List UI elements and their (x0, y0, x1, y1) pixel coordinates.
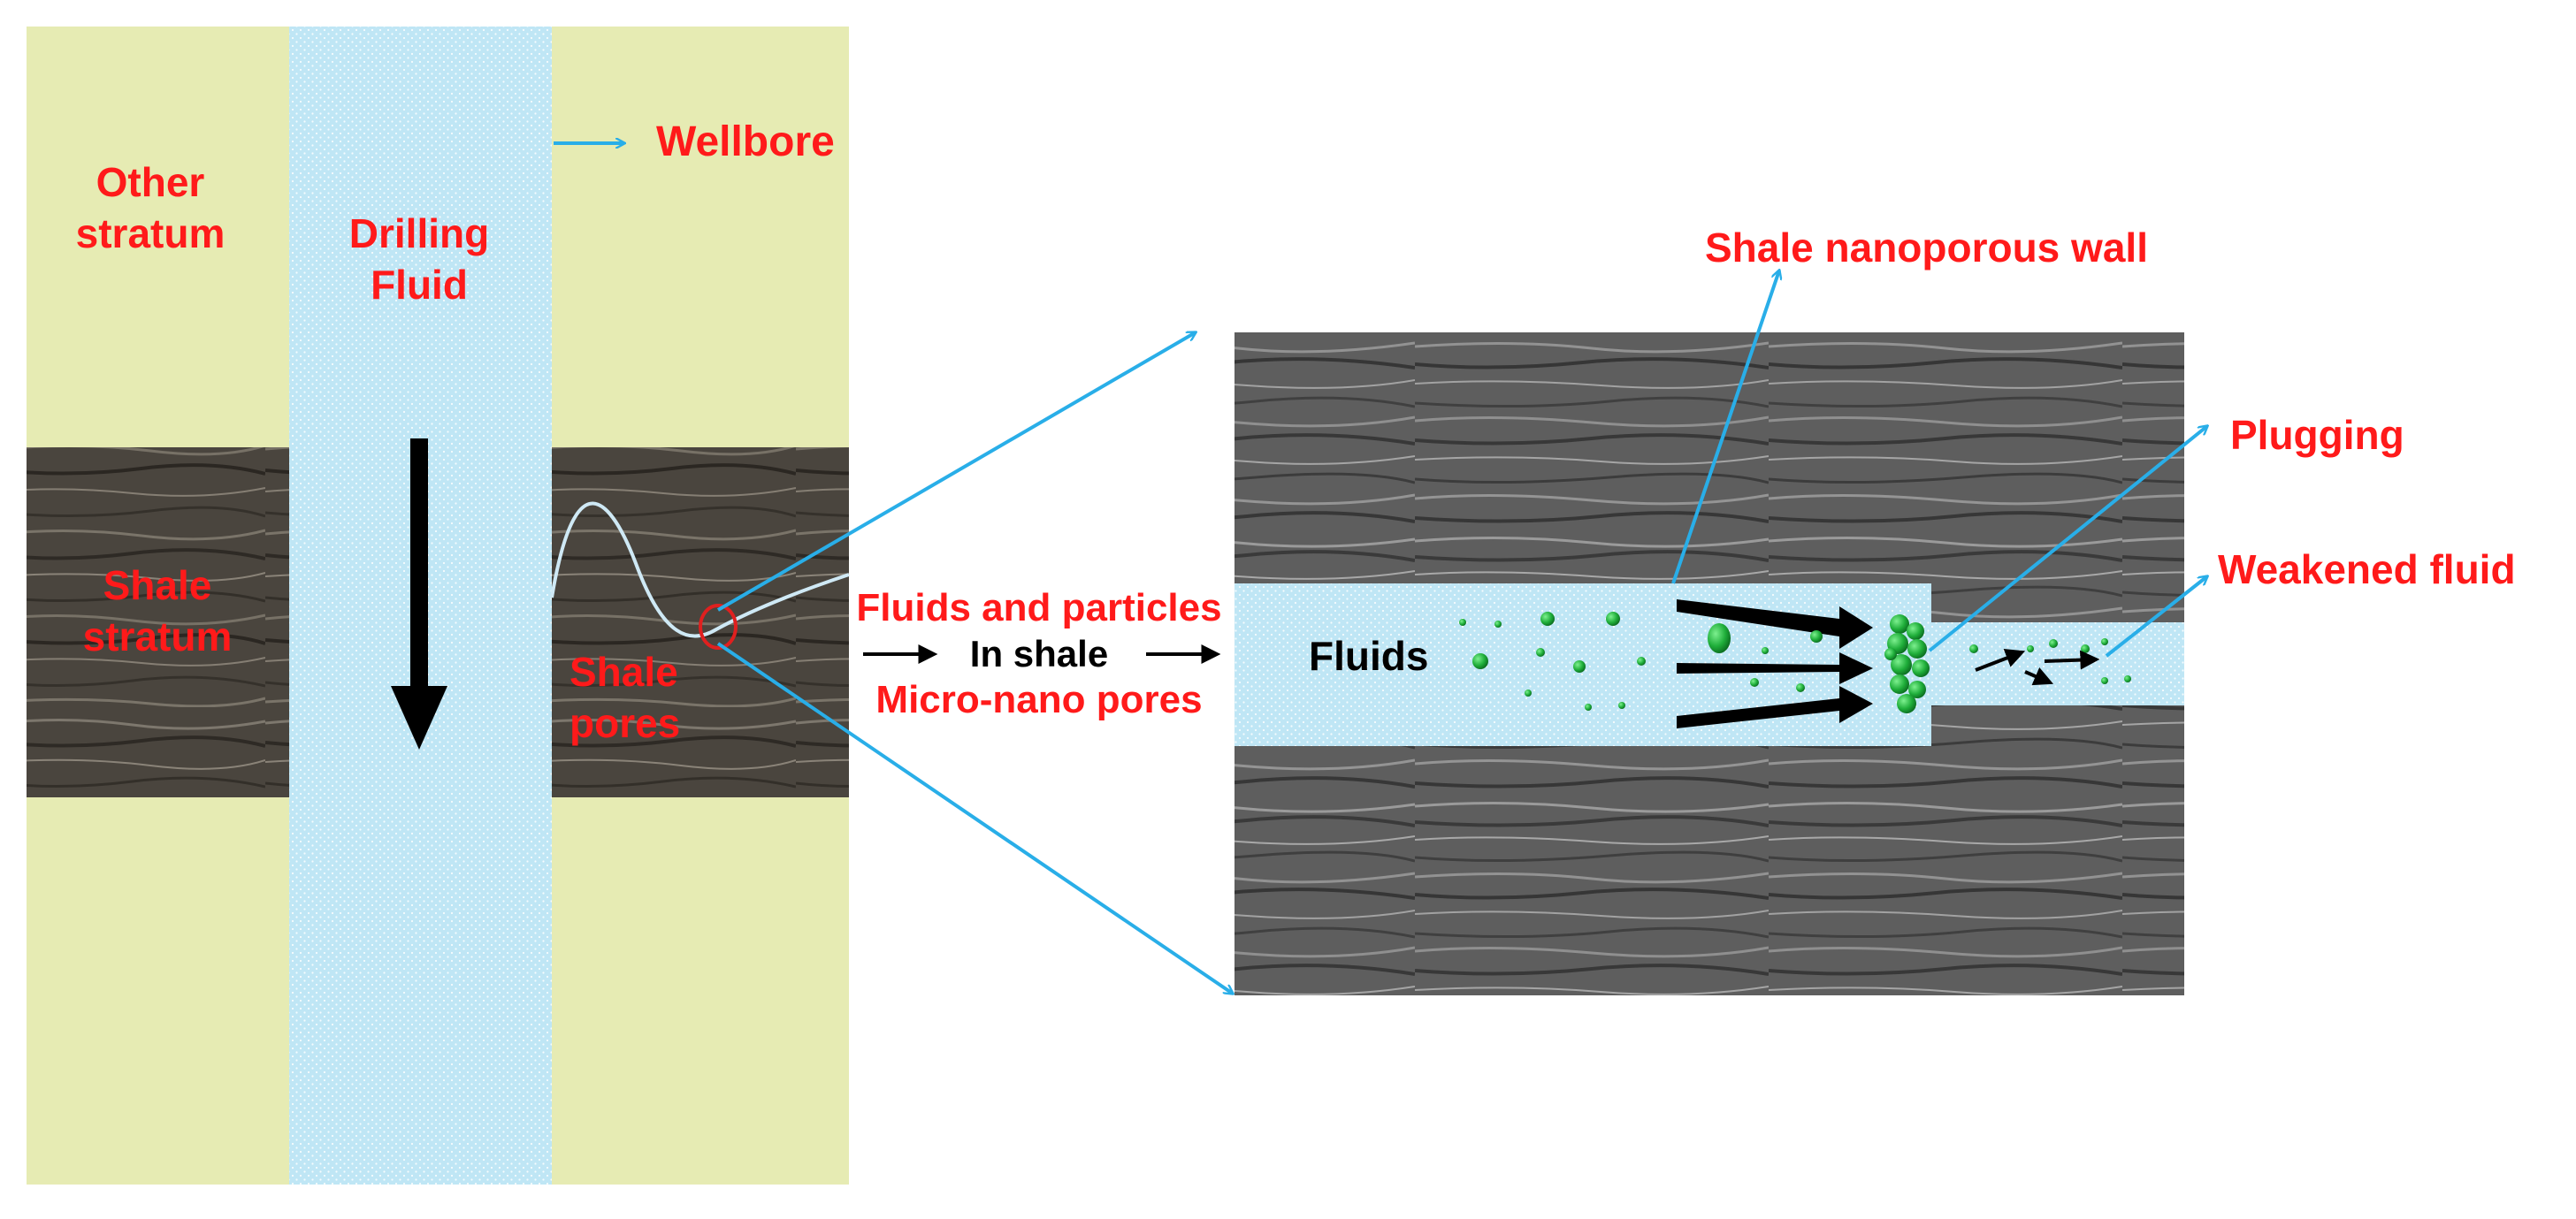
caption-line-1: Fluids and particles (856, 586, 1221, 629)
weakened-fluid-label: Weakened fluid (2218, 546, 2516, 592)
caption-line-3: Micro-nano pores (875, 678, 1202, 721)
other-stratum-label-line2: stratum (76, 210, 225, 256)
pore-highlight-circle (699, 604, 738, 650)
zoom-connector-lines (716, 332, 1233, 994)
pore-channel-narrow (1931, 622, 2184, 705)
drilling-fluid-label-line2: Fluid (371, 262, 468, 308)
wellbore-cross-section: Wellbore Other stratum Drilling Fluid Sh… (27, 27, 850, 1185)
shale-pores-label-line1: Shale (569, 649, 678, 695)
shale-wall-label: Shale nanoporous wall (1705, 225, 2148, 270)
weakened-fluid-pointer (2105, 576, 2207, 658)
shale-pores-label-line2: pores (569, 700, 680, 746)
shale-wall-pointer (1671, 270, 1779, 584)
drilling-fluid-label-line1: Drilling (349, 210, 489, 256)
plugging-label: Plugging (2230, 412, 2404, 458)
shale-stratum-label-line1: Shale (103, 562, 212, 608)
nanopore-zoom-panel: Fluids (1234, 225, 2516, 995)
weakened-flow (1969, 638, 2131, 686)
fluids-label: Fluids (1309, 633, 1428, 679)
fluid-flow-arrows (1677, 599, 1873, 728)
shale-pore-curve (550, 501, 850, 638)
transition-caption: Fluids and particles In shale Micro-nano… (856, 586, 1221, 721)
caption-line-2: In shale (970, 633, 1108, 674)
plugging-pointer (1928, 426, 2207, 652)
other-stratum-label-line1: Other (96, 159, 205, 205)
suspended-particles (1459, 612, 1823, 711)
plugging-particle-cluster (1884, 614, 1930, 713)
flow-down-arrow (391, 438, 447, 750)
shale-stratum-label-line2: stratum (83, 613, 233, 659)
wellbore-label: Wellbore (656, 118, 835, 165)
